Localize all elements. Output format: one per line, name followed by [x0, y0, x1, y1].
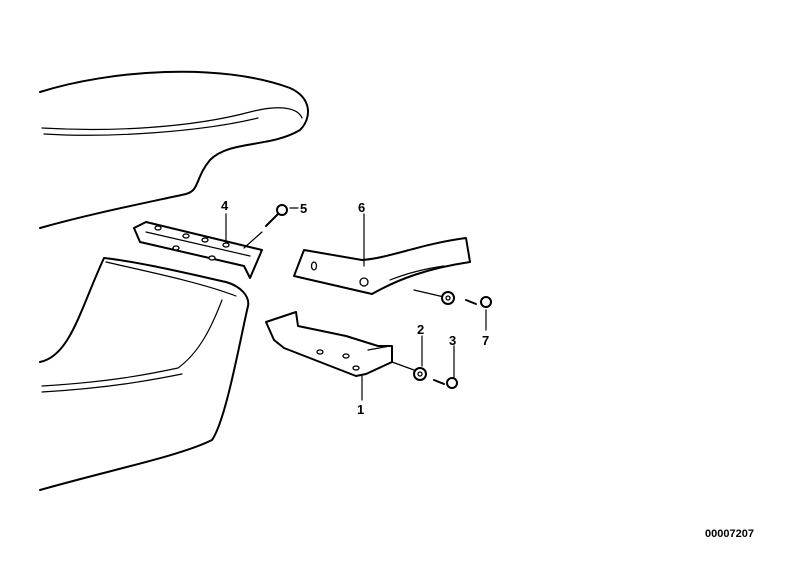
bracket-part-1	[265, 311, 393, 377]
callout-7: 7	[482, 333, 489, 348]
bracket-part-6	[293, 237, 471, 295]
leader-lines	[225, 207, 487, 401]
bracket-part-4	[133, 221, 263, 279]
screw-part-5	[243, 204, 288, 249]
washer-part-2	[391, 361, 427, 381]
seat-cushion-upper	[39, 70, 309, 229]
screw-part-3	[433, 377, 458, 389]
callout-2: 2	[417, 322, 424, 337]
callout-4: 4	[221, 198, 229, 213]
callout-1: 1	[357, 402, 364, 417]
washer-screw-part-7	[413, 289, 492, 308]
callout-6: 6	[358, 200, 365, 215]
seat-cushion-lower	[39, 257, 250, 491]
callout-5: 5	[300, 201, 307, 216]
callout-3: 3	[449, 333, 456, 348]
diagram-code: 00007207	[705, 528, 754, 540]
